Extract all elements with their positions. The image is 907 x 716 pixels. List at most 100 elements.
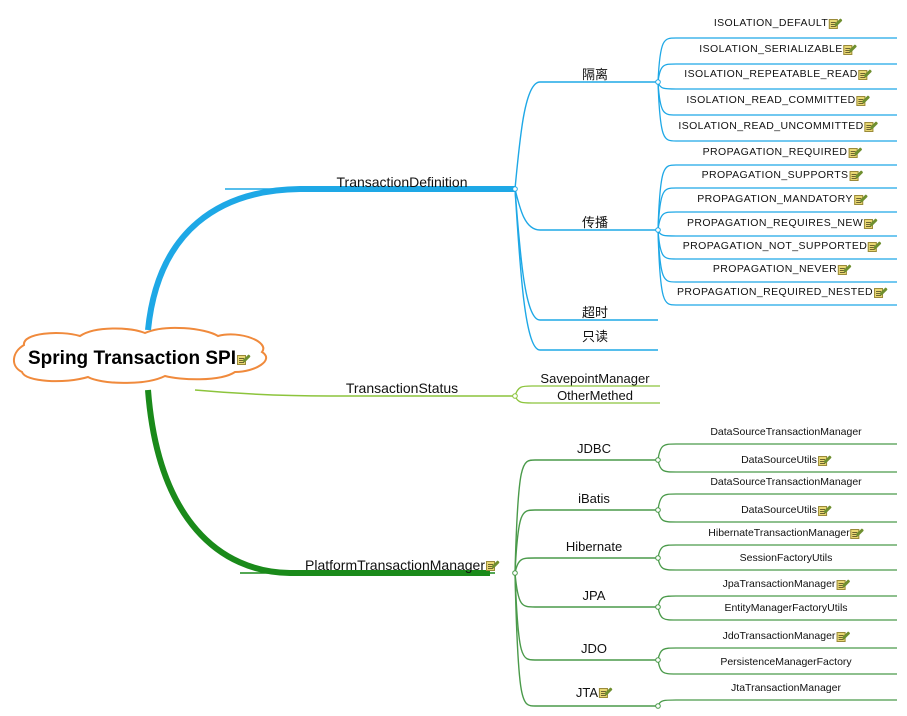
node-junction: [655, 555, 661, 561]
propagation-item[interactable]: PROPAGATION_SUPPORTS: [702, 170, 864, 181]
node-def-3[interactable]: 只读: [582, 330, 608, 343]
node-savepoint-manager-text: SavepointManager: [540, 371, 650, 386]
manager-impl-item-text: JtaTransactionManager: [731, 682, 841, 694]
manager-impl-item[interactable]: JtaTransactionManager: [731, 683, 841, 694]
node-manager-jdo[interactable]: JDO: [581, 642, 607, 655]
manager-impl-item[interactable]: SessionFactoryUtils: [740, 553, 833, 564]
manager-impl-item[interactable]: DataSourceTransactionManager: [710, 427, 861, 438]
node-other-methed[interactable]: OtherMethed: [557, 389, 633, 402]
branch-line-manager: [145, 389, 490, 576]
isolation-item[interactable]: ISOLATION_READ_COMMITTED: [686, 95, 871, 106]
note-icon[interactable]: [836, 631, 851, 642]
node-def-0[interactable]: 隔离: [582, 68, 608, 81]
connector-line: [514, 81, 658, 190]
manager-impl-item-text: HibernateTransactionManager: [708, 527, 850, 540]
connector-line: [657, 81, 897, 90]
node-manager-jdbc[interactable]: JDBC: [577, 442, 611, 455]
isolation-item[interactable]: ISOLATION_DEFAULT: [713, 17, 843, 30]
connector-line: [514, 557, 658, 574]
connector-line: [657, 544, 897, 559]
note-icon[interactable]: [836, 579, 851, 590]
note-icon[interactable]: [599, 687, 613, 698]
manager-impl-item[interactable]: HibernateTransactionManager: [708, 527, 865, 540]
propagation-item[interactable]: PROPAGATION_NOT_SUPPORTED: [683, 241, 882, 252]
note-icon[interactable]: [864, 121, 879, 132]
manager-impl-item[interactable]: DataSourceTransactionManager: [710, 477, 861, 488]
connector-line: [514, 188, 658, 321]
node-platform-transaction-manager[interactable]: PlatformTransactionManager: [305, 558, 500, 572]
note-icon[interactable]: [843, 44, 858, 55]
note-icon[interactable]: [838, 264, 852, 275]
connector-line: [657, 187, 897, 231]
note-icon[interactable]: [873, 287, 888, 298]
connector-line: [657, 659, 897, 675]
node-transaction-definition-text: TransactionDefinition: [336, 174, 468, 190]
manager-impl-item-text: DataSourceTransactionManager: [710, 426, 862, 438]
note-icon[interactable]: [817, 505, 832, 516]
node-junction: [512, 186, 518, 192]
note-icon[interactable]: [486, 559, 500, 571]
node-manager-jpa[interactable]: JPA: [583, 589, 606, 602]
connector-line: [657, 211, 897, 231]
isolation-item[interactable]: ISOLATION_REPEATABLE_READ: [684, 69, 873, 80]
note-icon[interactable]: [856, 95, 871, 106]
propagation-item[interactable]: PROPAGATION_REQUIRED_NESTED: [677, 286, 888, 299]
manager-impl-item[interactable]: PersistenceManagerFactory: [720, 657, 851, 668]
note-icon[interactable]: [848, 147, 863, 158]
node-other-methed-text: OtherMethed: [557, 388, 633, 403]
isolation-item[interactable]: ISOLATION_SERIALIZABLE: [699, 44, 858, 55]
node-manager-jta[interactable]: JTA: [576, 686, 613, 699]
propagation-item-text: PROPAGATION_REQUIRES_NEW: [686, 217, 864, 230]
node-def-3-text: 只读: [581, 329, 609, 344]
node-manager-ibatis[interactable]: iBatis: [578, 492, 610, 505]
manager-impl-item[interactable]: DataSourceUtils: [741, 505, 832, 516]
manager-impl-item-text: JpaTransactionManager: [722, 578, 836, 591]
manager-impl-item[interactable]: JpaTransactionManager: [722, 578, 851, 591]
node-transaction-definition[interactable]: TransactionDefinition: [337, 175, 468, 189]
node-junction: [655, 79, 661, 85]
node-junction: [512, 393, 518, 399]
manager-impl-item[interactable]: DataSourceUtils: [741, 455, 832, 466]
propagation-item[interactable]: PROPAGATION_NEVER: [713, 264, 852, 275]
connector-line: [657, 557, 897, 571]
propagation-item[interactable]: PROPAGATION_MANDATORY: [697, 193, 868, 206]
node-transaction-status[interactable]: TransactionStatus: [346, 381, 458, 395]
propagation-item[interactable]: PROPAGATION_REQUIRES_NEW: [686, 217, 878, 230]
note-icon[interactable]: [868, 241, 882, 252]
connector-line: [514, 385, 660, 397]
note-icon[interactable]: [853, 194, 868, 205]
note-icon[interactable]: [237, 353, 251, 365]
note-icon[interactable]: [864, 218, 878, 229]
node-manager-hibernate-text: Hibernate: [565, 539, 623, 554]
manager-impl-item-text: PersistenceManagerFactory: [720, 656, 852, 668]
note-icon[interactable]: [817, 455, 832, 466]
node-def-2[interactable]: 超时: [582, 306, 608, 319]
propagation-item[interactable]: PROPAGATION_REQUIRED: [702, 146, 863, 159]
propagation-item-text: PROPAGATION_REQUIRED_NESTED: [677, 286, 873, 299]
node-junction: [655, 227, 661, 233]
manager-impl-item[interactable]: JdoTransactionManager: [723, 631, 851, 642]
root-node[interactable]: Spring Transaction SPI: [28, 348, 251, 370]
connector-line: [657, 229, 897, 237]
connector-line: [514, 188, 658, 351]
node-def-1[interactable]: 传播: [582, 216, 608, 229]
connector-line: [657, 647, 897, 661]
connector-line: [657, 699, 897, 707]
manager-impl-item[interactable]: EntityManagerFactoryUtils: [724, 603, 847, 614]
isolation-item[interactable]: ISOLATION_READ_UNCOMMITTED: [678, 121, 879, 132]
isolation-item-text: ISOLATION_DEFAULT: [713, 17, 829, 30]
note-icon[interactable]: [858, 69, 873, 80]
branch-line-status: [194, 389, 515, 397]
connector-line: [657, 459, 897, 473]
node-manager-hibernate[interactable]: Hibernate: [566, 540, 622, 553]
propagation-item-text: PROPAGATION_MANDATORY: [697, 193, 853, 206]
node-savepoint-manager[interactable]: SavepointManager: [540, 372, 649, 385]
note-icon[interactable]: [850, 528, 865, 539]
propagation-item-text: PROPAGATION_REQUIRED: [702, 146, 848, 159]
connector-line: [657, 493, 897, 511]
note-icon[interactable]: [849, 170, 864, 181]
node-manager-jdbc-text: JDBC: [577, 441, 611, 456]
node-manager-jdo-text: JDO: [581, 641, 607, 656]
note-icon[interactable]: [829, 18, 843, 29]
